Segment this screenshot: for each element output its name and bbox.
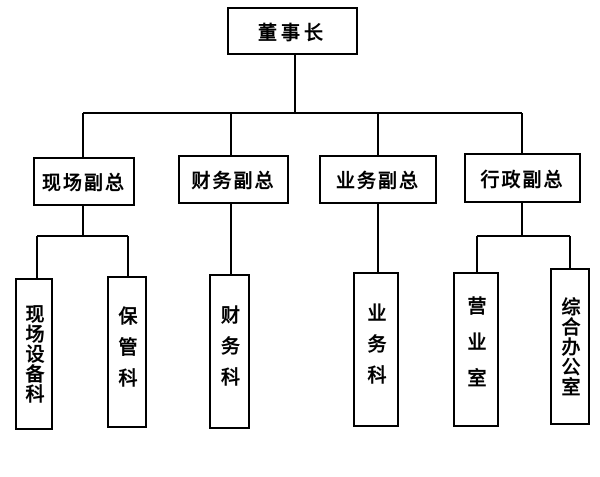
- vp-label-finance: 财务副总: [191, 170, 276, 192]
- dept-label-sales-office: 营业室: [464, 295, 487, 404]
- vp-box-business: 业务副总: [319, 155, 437, 204]
- dept-box-general-office: 综合办公室: [550, 268, 590, 425]
- dept-label-business: 业务科: [364, 303, 387, 396]
- vp-label-business: 业务副总: [335, 170, 420, 192]
- vp-label-site: 现场副总: [41, 172, 126, 194]
- chairman-box: 董事长: [227, 7, 358, 55]
- dept-box-site-equipment: 现场设备科: [15, 278, 53, 430]
- vp-box-admin: 行政副总: [464, 153, 581, 203]
- dept-label-site-equipment: 现场设备科: [22, 304, 45, 404]
- vp-box-site: 现场副总: [33, 157, 135, 206]
- dept-box-custody: 保管科: [107, 276, 147, 428]
- chairman-label: 董事长: [257, 21, 327, 44]
- dept-label-finance: 财务科: [218, 305, 240, 398]
- dept-box-sales-office: 营业室: [453, 272, 499, 427]
- dept-label-custody: 保管科: [115, 305, 138, 399]
- dept-box-business: 业务科: [353, 272, 399, 427]
- dept-box-finance: 财务科: [209, 274, 250, 429]
- dept-label-general-office: 综合办公室: [558, 296, 581, 397]
- vp-label-admin: 行政副总: [480, 168, 565, 191]
- vp-box-finance: 财务副总: [178, 155, 289, 204]
